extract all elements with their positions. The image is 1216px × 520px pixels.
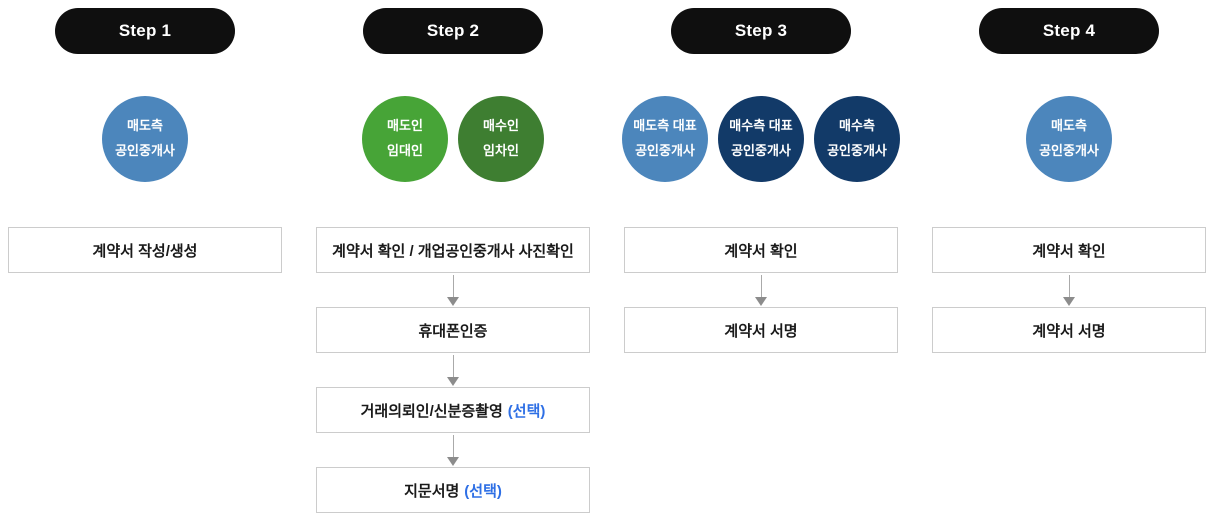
- actor-seller-agent-label: 매도측 공인중개사: [1039, 118, 1099, 158]
- task-label: 계약서 확인: [724, 242, 798, 260]
- actor-buyer-tenant-circle: 매수인 임차인: [458, 96, 544, 182]
- task-label: 계약서 서명: [724, 322, 798, 340]
- task-box: 계약서 확인: [624, 227, 898, 273]
- task-optional-label: (선택): [464, 482, 502, 500]
- step-4-badge: Step 4: [979, 8, 1159, 54]
- step-1-badge: Step 1: [55, 8, 235, 54]
- arrow-down-icon: [447, 433, 459, 467]
- arrow-down-icon: [755, 273, 767, 307]
- step-4-tasks: 계약서 확인 계약서 서명: [932, 227, 1206, 353]
- arrow-down-icon: [447, 273, 459, 307]
- task-box: 계약서 확인: [932, 227, 1206, 273]
- actor-buyer-agent-circle: 매수측 공인중개사: [814, 96, 900, 182]
- task-box: 휴대폰인증: [316, 307, 590, 353]
- step-1-actors: 매도측 공인중개사: [102, 96, 188, 182]
- actor-seller-agent-circle: 매도측 공인중개사: [102, 96, 188, 182]
- task-box: 거래의뢰인/신분증촬영 (선택): [316, 387, 590, 433]
- task-label: 휴대폰인증: [418, 322, 488, 340]
- task-label: 계약서 확인: [1032, 242, 1106, 260]
- step-3-label: Step 3: [734, 21, 788, 40]
- actor-buyer-rep-agent-label: 매수측 대표 공인중개사: [729, 118, 793, 158]
- step-2-column: Step 2 매도인 임대인 매수인 임차인 계약서 확인 / 개업공인중개사 …: [316, 0, 590, 520]
- actor-seller-rep-agent-label: 매도측 대표 공인중개사: [633, 118, 697, 158]
- task-label: 지문서명: [404, 482, 460, 500]
- actor-seller-agent-circle: 매도측 공인중개사: [1026, 96, 1112, 182]
- actor-seller-agent-label: 매도측 공인중개사: [115, 118, 175, 158]
- step-3-badge: Step 3: [671, 8, 851, 54]
- step-3-actors: 매도측 대표 공인중개사 매수측 대표 공인중개사 매수측 공인중개사: [622, 96, 900, 182]
- step-4-label: Step 4: [1042, 21, 1096, 40]
- arrow-down-icon: [447, 353, 459, 387]
- task-box: 지문서명 (선택): [316, 467, 590, 513]
- task-box: 계약서 서명: [932, 307, 1206, 353]
- task-box: 계약서 서명: [624, 307, 898, 353]
- step-2-actors: 매도인 임대인 매수인 임차인: [362, 96, 544, 182]
- step-3-tasks: 계약서 확인 계약서 서명: [624, 227, 898, 353]
- step-4-actors: 매도측 공인중개사: [1026, 96, 1112, 182]
- task-label: 계약서 서명: [1032, 322, 1106, 340]
- step-2-badge: Step 2: [363, 8, 543, 54]
- task-label: 거래의뢰인/신분증촬영: [360, 402, 503, 420]
- actor-buyer-rep-agent-circle: 매수측 대표 공인중개사: [718, 96, 804, 182]
- step-1-column: Step 1 매도측 공인중개사 계약서 작성/생성: [8, 0, 282, 520]
- actor-seller-landlord-circle: 매도인 임대인: [362, 96, 448, 182]
- task-optional-label: (선택): [507, 402, 546, 420]
- step-3-column: Step 3 매도측 대표 공인중개사 매수측 대표 공인중개사 매수측 공인중…: [622, 0, 900, 520]
- step-1-tasks: 계약서 작성/생성: [8, 227, 282, 273]
- actor-seller-rep-agent-circle: 매도측 대표 공인중개사: [622, 96, 708, 182]
- step-2-tasks: 계약서 확인 / 개업공인중개사 사진확인 휴대폰인증 거래의뢰인/신분증촬영 …: [316, 227, 590, 513]
- step-4-column: Step 4 매도측 공인중개사 계약서 확인 계약서 서명: [932, 0, 1206, 520]
- actor-buyer-agent-label: 매수측 공인중개사: [827, 118, 887, 158]
- arrow-down-icon: [1063, 273, 1075, 307]
- step-2-label: Step 2: [426, 21, 480, 40]
- actor-seller-landlord-label: 매도인 임대인: [387, 118, 423, 158]
- task-label: 계약서 확인 / 개업공인중개사 사진확인: [332, 242, 574, 260]
- task-box: 계약서 작성/생성: [8, 227, 282, 273]
- task-label: 계약서 작성/생성: [92, 242, 198, 260]
- actor-buyer-tenant-label: 매수인 임차인: [483, 118, 519, 158]
- task-box: 계약서 확인 / 개업공인중개사 사진확인: [316, 227, 590, 273]
- step-1-label: Step 1: [118, 21, 172, 40]
